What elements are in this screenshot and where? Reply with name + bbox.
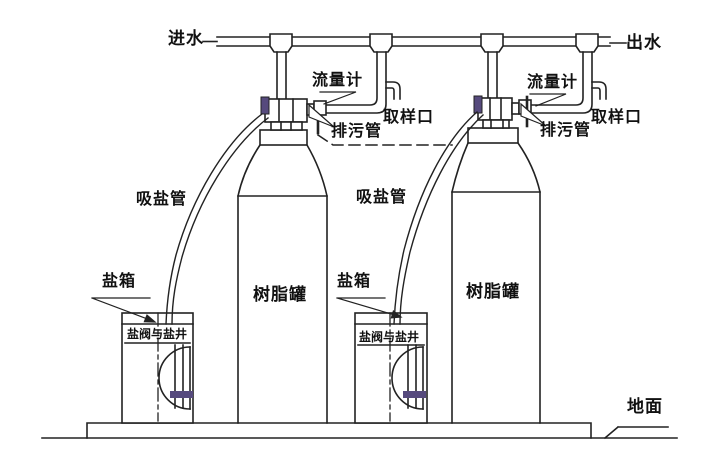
- tee-junction-4: [575, 33, 599, 53]
- tee-junction-2: [369, 33, 393, 53]
- salt-suction-label-1: 吸盐管: [136, 189, 188, 208]
- well-filter: [170, 391, 193, 398]
- salt-suction-pipe-2: [393, 111, 484, 325]
- resin-tank-label-2: 树脂罐: [466, 282, 520, 302]
- outlet-pipe-2: [529, 51, 593, 114]
- salt-valve-well-label-2: 盐阀与盐井: [359, 330, 420, 344]
- salt-valve-well-label-1: 盐阀与盐井: [127, 327, 188, 341]
- ground-label: 地面: [627, 397, 663, 417]
- inlet-label: 进水: [168, 29, 204, 49]
- sampling-port-label-2: 取样口: [591, 107, 643, 126]
- salt-suction-label-2: 吸盐管: [356, 187, 408, 206]
- inlet-riser-1: [276, 51, 287, 100]
- sampling-port-elbow-2: [591, 81, 607, 100]
- arrowhead-icon: [390, 309, 403, 319]
- outlet-label: 出水: [626, 33, 662, 53]
- salt-box-leader-2: [336, 297, 403, 319]
- sampling-port-elbow-1: [385, 81, 401, 100]
- salt-box-label-2: 盐箱: [337, 271, 372, 290]
- drain-leader-cone: [520, 102, 547, 127]
- drain-dashed-run: [316, 133, 453, 146]
- tee-junctions: [269, 33, 599, 53]
- foundation-platform: [86, 422, 592, 439]
- tank-neck: [259, 129, 308, 146]
- tee-junction-3: [480, 33, 504, 53]
- salt-box-2: [354, 312, 428, 424]
- resin-tank-2: [451, 127, 541, 424]
- ground-leader-line: [603, 425, 669, 440]
- flow-meter-fitting-2: [511, 95, 547, 128]
- salt-box-leader-1: [91, 297, 157, 323]
- flow-meter-label-2: 流量计: [527, 72, 579, 91]
- salt-well-arc: [391, 346, 424, 410]
- arrowhead-icon: [143, 314, 157, 323]
- salt-suction-pipe-1: [165, 113, 269, 325]
- tank-neck: [467, 127, 519, 144]
- salt-well-arc: [158, 346, 191, 410]
- salt-box-1: [121, 312, 194, 424]
- flow-meter-label-1: 流量计: [312, 70, 364, 89]
- control-valve-1: [260, 96, 308, 131]
- resin-tank-1: [237, 129, 328, 424]
- resin-tank-label-1: 树脂罐: [253, 285, 307, 305]
- well-filter: [403, 391, 426, 398]
- drain-pipe-label-1: 排污管: [331, 121, 383, 140]
- valve-port-seal: [260, 96, 270, 115]
- sampling-port-label-1: 取样口: [383, 107, 435, 126]
- outlet-pipe-1: [325, 51, 387, 114]
- tee-junction-1: [269, 33, 293, 53]
- inlet-riser-2: [487, 51, 498, 99]
- salt-box-label-1: 盐箱: [102, 271, 137, 290]
- drain-leader-cone: [308, 103, 335, 128]
- control-valve-2: [473, 95, 513, 129]
- header-pipe: [202, 36, 627, 47]
- flow-meter-fitting-1: [306, 100, 335, 135]
- flow-meter-leader-2: [529, 93, 567, 107]
- drain-pipe-label-2: 排污管: [540, 120, 592, 139]
- flow-meter-leader-1: [319, 91, 357, 105]
- valve-port-seal: [473, 95, 483, 114]
